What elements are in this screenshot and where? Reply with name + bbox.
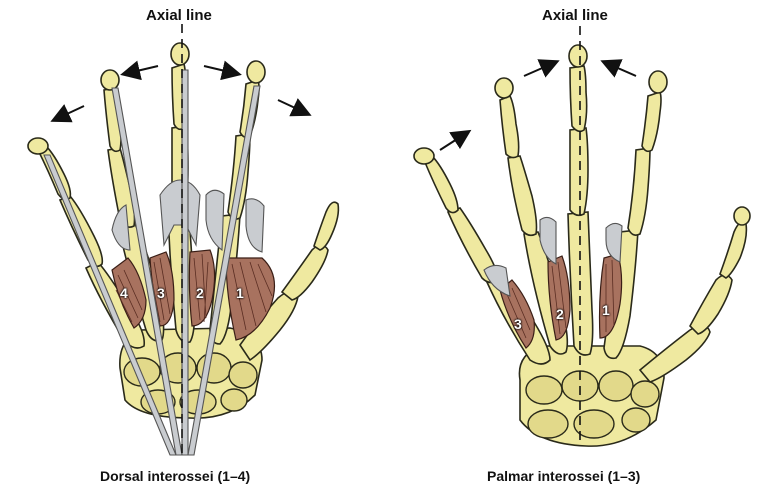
dorsal-label-4: 4 xyxy=(120,285,128,301)
palmar-muscle-3 xyxy=(499,279,535,349)
left-carpals xyxy=(119,327,263,419)
dorsal-muscle-4 xyxy=(111,257,147,329)
left-extensor-hood-4 xyxy=(245,198,265,253)
palmar-label-3: 3 xyxy=(514,316,522,332)
right-sheath-3 xyxy=(605,222,623,263)
right-arrows xyxy=(439,59,637,151)
dorsal-label-3: 3 xyxy=(157,285,165,301)
left-thumb xyxy=(239,201,340,362)
dorsal-muscle-2 xyxy=(188,249,216,327)
palmar-muscle-2 xyxy=(547,255,571,341)
left-arrows xyxy=(50,60,312,123)
left-hand xyxy=(27,24,340,456)
right-thumb xyxy=(638,206,751,383)
dorsal-label-2: 2 xyxy=(196,285,204,301)
left-caption: Dorsal interossei (1–4) xyxy=(100,468,251,484)
left-extensor-hood-3 xyxy=(205,189,225,252)
left-extensor-hood-1 xyxy=(111,204,131,251)
right-sheath-2 xyxy=(539,216,557,265)
right-carpals xyxy=(518,345,665,447)
palmar-muscle-1 xyxy=(598,253,623,339)
right-hand xyxy=(413,26,751,447)
palmar-label-1: 1 xyxy=(602,302,610,318)
right-caption: Palmar interossei (1–3) xyxy=(487,468,641,484)
left-axial-line-label: Axial line xyxy=(146,7,212,24)
right-sheath-1 xyxy=(483,264,511,297)
dorsal-muscle-1 xyxy=(225,257,276,341)
left-extensor-tendons xyxy=(43,69,261,456)
palmar-label-2: 2 xyxy=(556,306,564,322)
right-axial-line-label: Axial line xyxy=(542,7,608,24)
dorsal-label-1: 1 xyxy=(236,285,244,301)
